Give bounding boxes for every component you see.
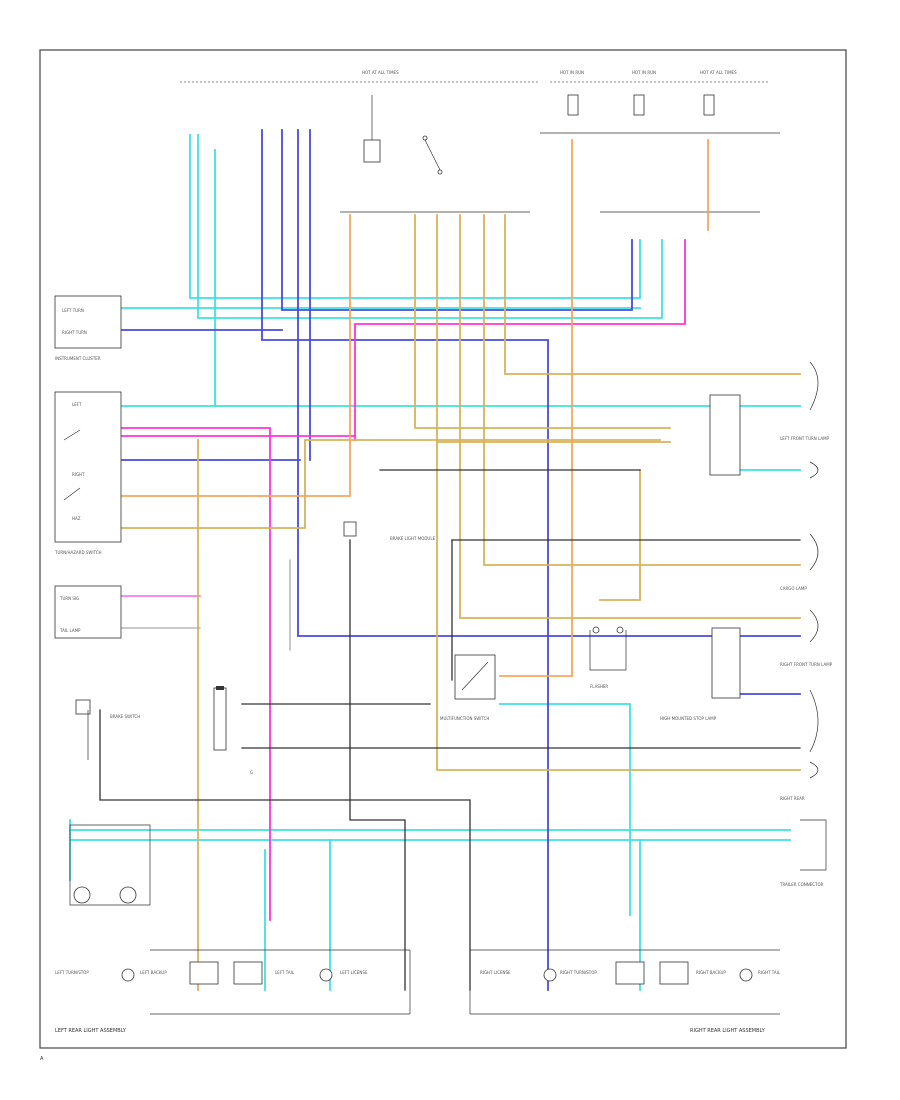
right-rear-light-assembly: RIGHT LICENSE RIGHT TURN/STOP RIGHT BACK… [469, 949, 781, 1015]
turn-right-label: RIGHT TURN [62, 330, 87, 335]
brake-switch: BRAKE SWITCH [75, 699, 140, 760]
rrl-1-label: RIGHT LICENSE [480, 970, 511, 975]
lrl-2-label: LEFT BACKUP [140, 970, 167, 975]
turn-tail-module: TURN SIG TAIL LAMP [54, 585, 122, 639]
fuse-label-b: HOT IN RUN [560, 70, 584, 75]
right-rear-label: RIGHT REAR [780, 796, 805, 801]
left-socket-assembly [69, 824, 151, 906]
left-instrument-cluster: LEFT TURN RIGHT TURN INSTRUMENT CLUSTER [54, 295, 122, 361]
left-front-turn-label: LEFT FRONT TURN LAMP [780, 436, 830, 441]
rrl-2-label: RIGHT TURN/STOP [560, 970, 597, 975]
cargo-lamp-label: CARGO LAMP [780, 586, 807, 591]
multifunction-switch: MULTIFUNCTION SWITCH [440, 654, 496, 721]
turn-hazard-switch-label: TURN/HAZARD SWITCH [54, 550, 102, 555]
left-module-label: INSTRUMENT CLUSTER [55, 356, 101, 361]
lrl-1-label: LEFT TURN/STOP [55, 970, 89, 975]
rrl-3-label: RIGHT BACKUP [696, 970, 726, 975]
flasher-label: FLASHER [590, 684, 608, 689]
fuse-label-d: HOT AT ALL TIMES [700, 70, 737, 75]
turn-left-label: LEFT TURN [62, 308, 84, 313]
rrl-4-label: RIGHT TAIL [758, 970, 781, 975]
footer-right-label: RIGHT REAR LIGHT ASSEMBLY [690, 1028, 766, 1034]
high-mount-label: HIGH MOUNTED STOP LAMP [660, 716, 717, 721]
footer-left-label: LEFT REAR LIGHT ASSEMBLY [55, 1028, 127, 1034]
trailer-connector-label: TRAILER CONNECTOR [779, 882, 824, 887]
flasher: FLASHER [589, 626, 627, 689]
multifunction-label: MULTIFUNCTION SWITCH [440, 716, 489, 721]
hazard-right-label: RIGHT [72, 472, 85, 477]
lrl-4-label: LEFT LICENSE [340, 970, 368, 975]
top-fuse-block: HOT AT ALL TIMES HOT IN RUN HOT IN RUN H… [180, 70, 780, 213]
fuse-label-a: HOT AT ALL TIMES [362, 70, 399, 75]
lrl-3-label: LEFT TAIL [275, 970, 295, 975]
right-connectors: LEFT FRONT TURN LAMP RIGHT FRONT TURN LA… [660, 361, 833, 887]
page-mark: A [40, 1056, 44, 1062]
hazard-mid-label: HAZ [72, 516, 81, 521]
left-rear-light-assembly: LEFT TURN/STOP LEFT BACKUP LEFT TAIL LEF… [55, 949, 411, 1015]
brake-light-module: BRAKE LIGHT MODULE [343, 521, 436, 541]
turn-hazard-switch: LEFT RIGHT HAZ TURN/HAZARD SWITCH [54, 391, 122, 555]
wires [69, 129, 801, 991]
ground-center: G [213, 686, 253, 775]
hazard-left-label: LEFT [72, 402, 82, 407]
brake-module-label: BRAKE LIGHT MODULE [390, 536, 436, 541]
fuses [567, 94, 715, 116]
ground-a-label: G [250, 770, 253, 775]
diagram-frame [39, 49, 847, 1049]
brake-switch-label: BRAKE SWITCH [110, 714, 140, 719]
ignition-switch [363, 95, 443, 175]
turn-sig-label: TURN SIG [59, 596, 79, 601]
right-front-turn-label: RIGHT FRONT TURN LAMP [780, 662, 833, 667]
tail-lamp-label: TAIL LAMP [59, 628, 81, 633]
fuse-label-c: HOT IN RUN [632, 70, 656, 75]
